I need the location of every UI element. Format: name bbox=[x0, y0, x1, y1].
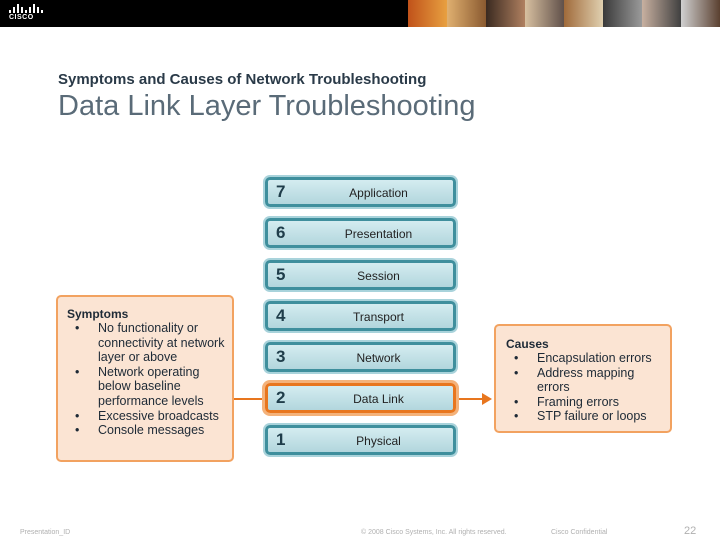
cisco-bars-icon bbox=[9, 4, 43, 13]
layer-1-box: 1 Physical bbox=[265, 425, 456, 455]
slide-subtitle: Symptoms and Causes of Network Troublesh… bbox=[58, 71, 427, 88]
logo-text: CISCO bbox=[9, 14, 34, 21]
bullet-icon: • bbox=[75, 423, 80, 438]
layer-3-box: 3 Network bbox=[265, 342, 456, 372]
layer-name: Session bbox=[357, 269, 400, 283]
layer-name: Data Link bbox=[353, 392, 404, 406]
bullet-icon: • bbox=[514, 351, 519, 365]
top-banner: CISCO bbox=[0, 0, 720, 27]
layer-name: Application bbox=[349, 186, 408, 200]
list-item: •Framing errors bbox=[514, 394, 619, 409]
list-item: •Address mapping errors bbox=[514, 365, 635, 395]
footer-presentation-id: Presentation_ID bbox=[20, 529, 71, 536]
layer-number: 1 bbox=[276, 430, 286, 449]
layer-name: Physical bbox=[356, 434, 401, 448]
layer-2-box-highlighted: 2 Data Link bbox=[265, 383, 456, 413]
bullet-icon: • bbox=[75, 321, 80, 335]
symptoms-connector-line bbox=[234, 398, 262, 400]
list-item: •STP failure or loops bbox=[514, 409, 647, 424]
layer-7-box: 7 Application bbox=[265, 177, 456, 207]
bullet-icon: • bbox=[514, 365, 519, 380]
list-item: •Console messages bbox=[75, 423, 205, 438]
cisco-logo: CISCO bbox=[9, 4, 43, 24]
causes-title: Causes bbox=[506, 337, 549, 351]
footer-copyright: © 2008 Cisco Systems, Inc. All rights re… bbox=[361, 529, 507, 536]
slide-title: Data Link Layer Troubleshooting bbox=[58, 90, 476, 122]
symptoms-box: Symptoms •No functionality or connectivi… bbox=[56, 295, 234, 462]
list-item: •Encapsulation errors bbox=[514, 351, 652, 365]
list-item: •Network operating below baseline perfor… bbox=[75, 364, 204, 408]
layer-name: Presentation bbox=[344, 227, 413, 241]
bullet-icon: • bbox=[75, 364, 80, 379]
layer-number: 6 bbox=[276, 223, 286, 242]
list-item: •Excessive broadcasts bbox=[75, 408, 219, 423]
causes-connector-line bbox=[459, 398, 485, 400]
causes-box: Causes •Encapsulation errors •Address ma… bbox=[494, 324, 672, 433]
people-photo-strip bbox=[408, 0, 720, 27]
layer-number: 3 bbox=[276, 347, 286, 366]
layer-number: 7 bbox=[276, 182, 286, 201]
layer-4-box: 4 Transport bbox=[265, 301, 456, 331]
page-number: 22 bbox=[684, 525, 697, 537]
symptoms-list: •No functionality or connectivity at net… bbox=[67, 321, 232, 438]
bullet-icon: • bbox=[514, 394, 519, 409]
arrow-right-icon bbox=[482, 393, 492, 405]
layer-number: 2 bbox=[276, 388, 286, 407]
causes-list: •Encapsulation errors •Address mapping e… bbox=[506, 351, 670, 424]
layer-6-box: 6 Presentation bbox=[265, 218, 456, 248]
list-item: •No functionality or connectivity at net… bbox=[75, 321, 225, 365]
layer-name: Network bbox=[356, 351, 401, 365]
layer-5-box: 5 Session bbox=[265, 260, 456, 290]
layer-number: 5 bbox=[276, 265, 286, 284]
symptoms-title: Symptoms bbox=[67, 307, 129, 321]
footer-confidential: Cisco Confidential bbox=[551, 529, 608, 536]
bullet-icon: • bbox=[514, 409, 519, 424]
bullet-icon: • bbox=[75, 408, 80, 423]
layer-name: Transport bbox=[353, 310, 404, 324]
layer-number: 4 bbox=[276, 306, 286, 325]
